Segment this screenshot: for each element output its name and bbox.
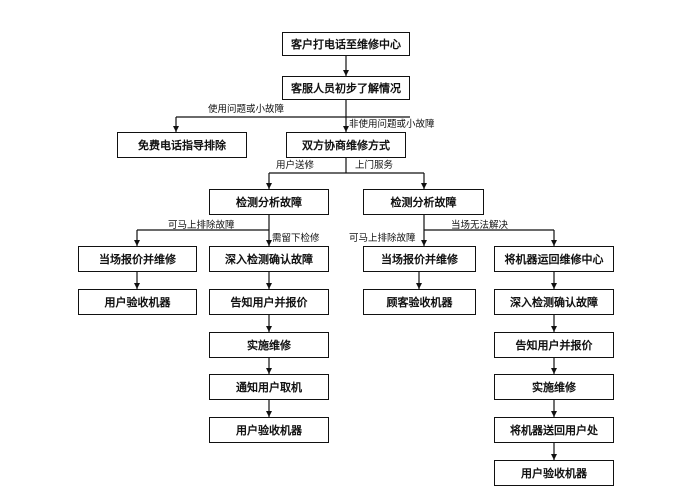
node-detect-left: 检测分析故障 (209, 189, 329, 215)
node-detect-right: 检测分析故障 (363, 189, 484, 215)
label-non-use-issue: 非使用问题或小故障 (349, 119, 435, 130)
node-call-center: 客户打电话至维修中心 (282, 32, 410, 56)
arrowhead-14 (551, 326, 557, 332)
node-customer-accept: 顾客验收机器 (363, 289, 476, 315)
label-user-send: 用户送修 (276, 160, 315, 171)
arrowhead-12 (551, 283, 557, 289)
node-ship-back-to-user: 将机器送回用户处 (494, 417, 614, 443)
node-quote-repair-left: 当场报价并维修 (78, 246, 197, 272)
node-understand: 客服人员初步了解情况 (282, 76, 410, 100)
arrowhead-17 (266, 411, 272, 417)
arrowhead-10 (266, 283, 272, 289)
arrowhead-11 (416, 283, 422, 289)
arrowhead-15 (266, 368, 272, 374)
arrowhead-9 (134, 283, 140, 289)
arrowhead-16 (551, 368, 557, 374)
label-unsolvable: 当场无法解决 (451, 220, 509, 231)
node-deep-check-left: 深入检测确认故障 (209, 246, 329, 272)
node-repair-left: 实施维修 (209, 332, 329, 358)
node-user-accept-right: 用户验收机器 (494, 460, 614, 486)
label-use-issue: 使用问题或小故障 (208, 104, 285, 115)
arrowhead-7 (421, 240, 427, 246)
label-onsite-service: 上门服务 (355, 160, 394, 171)
arrowhead-5 (266, 240, 272, 246)
node-inform-quote-right: 告知用户并报价 (494, 332, 614, 358)
node-repair-right: 实施维修 (494, 374, 614, 400)
node-ship-to-center: 将机器运回维修中心 (494, 246, 614, 272)
node-deep-check-right: 深入检测确认故障 (494, 289, 614, 315)
arrowhead-2 (343, 126, 349, 132)
arrowhead-0 (343, 70, 349, 76)
arrowhead-3 (266, 183, 272, 189)
node-quote-repair-right: 当场报价并维修 (363, 246, 476, 272)
label-fix-now-left: 可马上排除故障 (168, 220, 235, 231)
arrowhead-13 (266, 326, 272, 332)
node-user-accept-left-2: 用户验收机器 (209, 417, 329, 443)
arrowhead-6 (134, 240, 140, 246)
arrowhead-18 (551, 411, 557, 417)
node-negotiate: 双方协商维修方式 (286, 132, 406, 158)
node-inform-quote-left: 告知用户并报价 (209, 289, 329, 315)
arrowhead-4 (421, 183, 427, 189)
arrowhead-1 (173, 126, 179, 132)
label-need-leave: 需留下检修 (272, 233, 320, 244)
node-free-phone: 免费电话指导排除 (117, 132, 247, 158)
label-fix-now-right: 可马上排除故障 (349, 233, 416, 244)
node-notify-pickup: 通知用户取机 (209, 374, 329, 400)
arrowhead-19 (551, 454, 557, 460)
arrowhead-8 (551, 240, 557, 246)
node-user-accept-left-1: 用户验收机器 (78, 289, 197, 315)
